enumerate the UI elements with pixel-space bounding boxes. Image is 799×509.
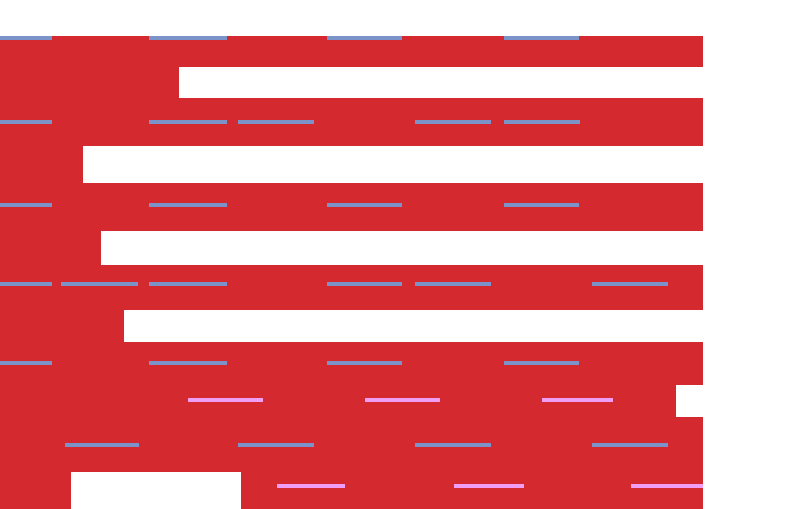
mark-r2-1: [0, 120, 52, 124]
mark-r2-4: [415, 120, 491, 124]
mark-r1-2: [149, 36, 227, 40]
mark-r4-3: [149, 282, 227, 286]
mark-r7-3: [415, 443, 491, 447]
mark-r1-3: [327, 36, 402, 40]
mark-r4-4: [327, 282, 402, 286]
mark-r5-3: [327, 361, 402, 365]
mark-r5-2: [149, 361, 227, 365]
mark-r2-3: [238, 120, 314, 124]
mark-r7-4: [592, 443, 668, 447]
mark-r1-1: [0, 36, 52, 40]
mark-r4-2: [61, 282, 138, 286]
mark-r6-2: [365, 398, 440, 402]
mark-r3-4: [504, 203, 579, 207]
block-row-1: [0, 36, 703, 67]
block-row-4: [0, 146, 83, 183]
block-row-13: [241, 472, 703, 509]
mark-r4-1: [0, 282, 52, 286]
block-row-12: [0, 472, 71, 509]
mark-r2-2: [149, 120, 227, 124]
mark-r4-5: [415, 282, 491, 286]
mark-r6-3: [542, 398, 613, 402]
block-row-2: [0, 67, 179, 98]
mark-r5-1: [0, 361, 52, 365]
block-row-6: [0, 231, 101, 265]
mark-r1-4: [504, 36, 579, 40]
block-row-8: [0, 310, 124, 342]
block-row-5: [0, 183, 703, 231]
mark-r2-5: [504, 120, 580, 124]
block-row-3: [0, 98, 703, 146]
mark-r8-3: [631, 484, 703, 488]
mark-r3-2: [149, 203, 227, 207]
mark-r5-4: [504, 361, 579, 365]
mark-r3-3: [327, 203, 402, 207]
mark-r6-1: [188, 398, 263, 402]
mark-r7-1: [65, 443, 139, 447]
mark-r8-1: [277, 484, 345, 488]
mark-r7-2: [238, 443, 314, 447]
mark-r8-2: [454, 484, 524, 488]
mark-r3-1: [0, 203, 52, 207]
block-row-7: [0, 265, 703, 310]
mark-r4-6: [592, 282, 668, 286]
